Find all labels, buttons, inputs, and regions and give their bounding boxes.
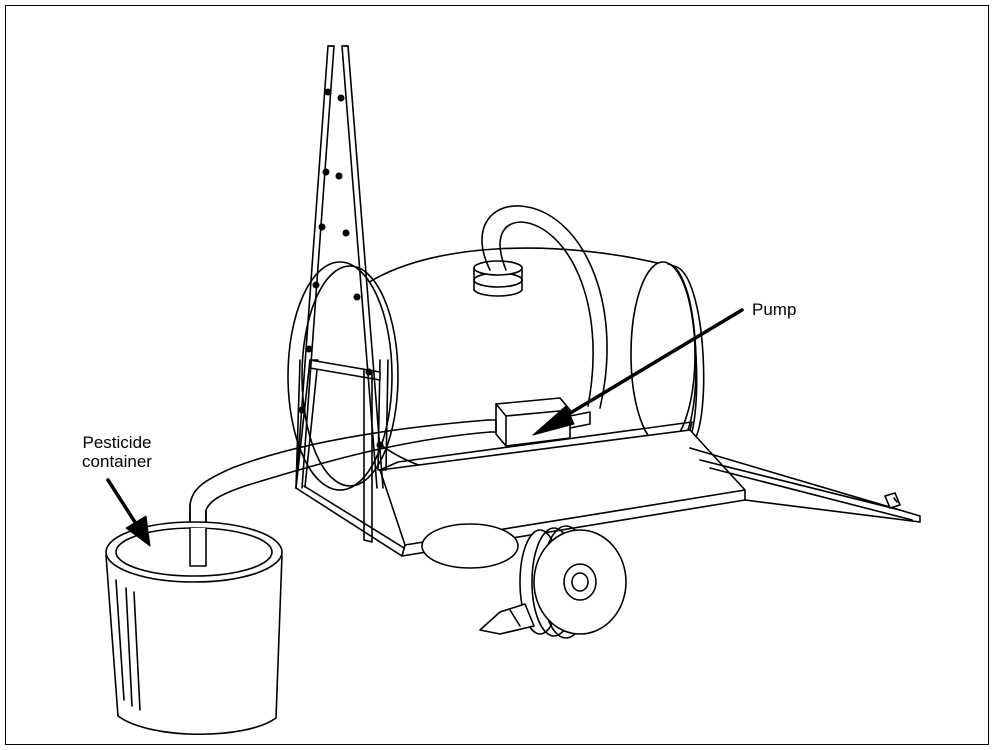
pump-arrow [532, 308, 744, 436]
pesticide-container [105, 521, 283, 736]
pump [495, 397, 591, 447]
boom-nozzles [298, 88, 384, 449]
container-arrow [106, 478, 151, 547]
pump-label: Pump [752, 300, 797, 319]
boom-mast [295, 45, 384, 489]
pesticide-label-line1: Pesticide [82, 433, 152, 452]
pesticide-label-line2: container [82, 452, 152, 471]
pesticide-container-label: Pesticide container [76, 433, 158, 471]
return-hose [481, 205, 608, 409]
wheels [421, 523, 627, 639]
